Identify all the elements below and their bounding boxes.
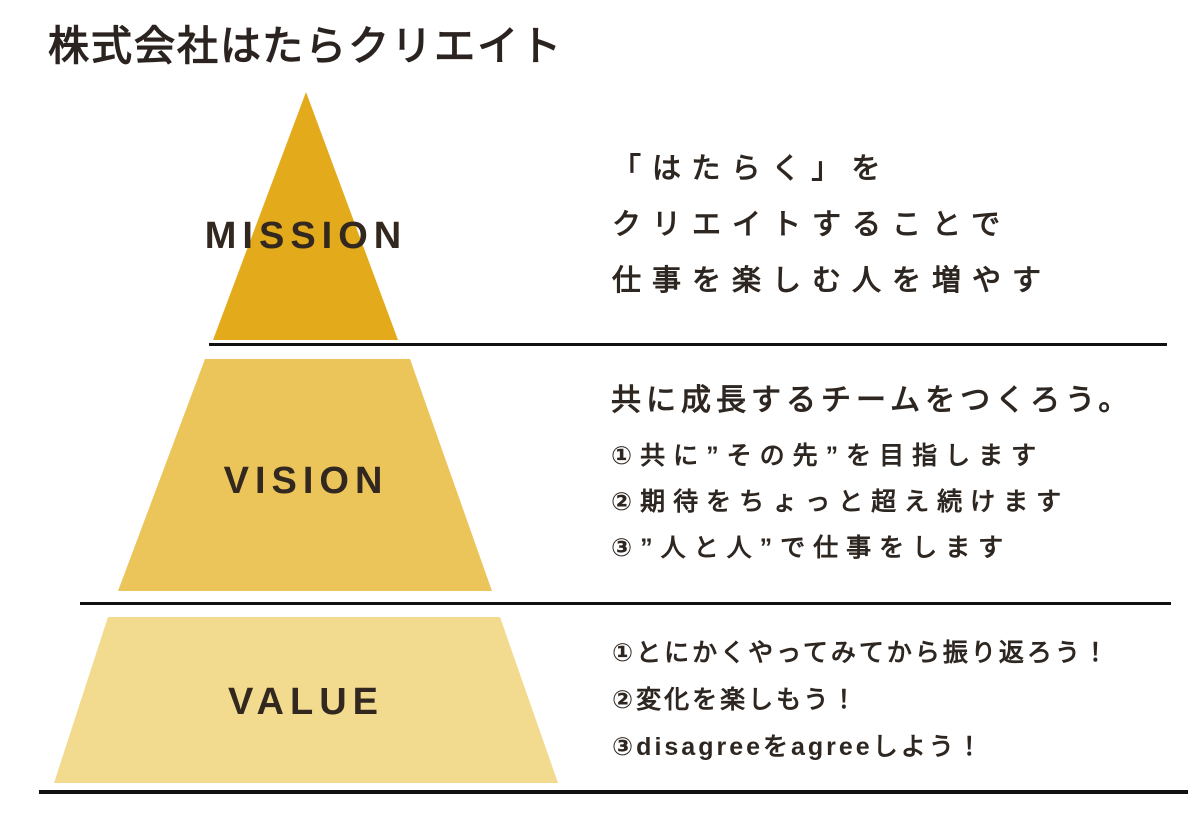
mission-statement-line: クリエイトすることで <box>612 209 1012 241</box>
vision-item: ②期待をちょっと超え続けます <box>611 488 1070 516</box>
mission-statement-line: 仕事を楽しむ人を増やす <box>612 265 1053 297</box>
divider-mission-vision <box>209 343 1167 346</box>
pyramid-vision-shape <box>118 359 492 591</box>
vision-level-label: VISION <box>223 460 389 502</box>
mission-statement-line: 「はたらく」を <box>612 153 892 185</box>
mission-statement-block: 「はたらく」を クリエイトすることで 仕事を楽しむ人を増やす <box>612 141 1052 309</box>
pyramid-mission-shape <box>213 92 398 340</box>
value-item: ②変化を楽しもう！ <box>612 686 860 714</box>
divider-vision-value <box>80 602 1171 605</box>
value-level-label: VALUE <box>228 681 384 723</box>
vision-item: ③”人と人”で仕事をします <box>611 534 1012 562</box>
value-item: ③disagreeをagreeしよう！ <box>612 733 985 761</box>
value-statement-block: ①とにかくやってみてから振り返ろう！ ②変化を楽しもう！ ③disagreeをa… <box>612 630 1111 771</box>
mission-level-label: MISSION <box>204 215 408 257</box>
pyramid-value-shape <box>54 617 558 783</box>
vision-statement-block: 共に成長するチームをつくろう。 ①共に”その先”を目指します ②期待をちょっと超… <box>611 378 1133 571</box>
company-title: 株式会社はたらクリエイト <box>48 23 564 69</box>
divider-bottom <box>39 790 1188 794</box>
vision-item: ①共に”その先”を目指します <box>611 442 1045 470</box>
value-item: ①とにかくやってみてから振り返ろう！ <box>612 639 1111 667</box>
vision-heading: 共に成長するチームをつくろう。 <box>611 384 1134 417</box>
